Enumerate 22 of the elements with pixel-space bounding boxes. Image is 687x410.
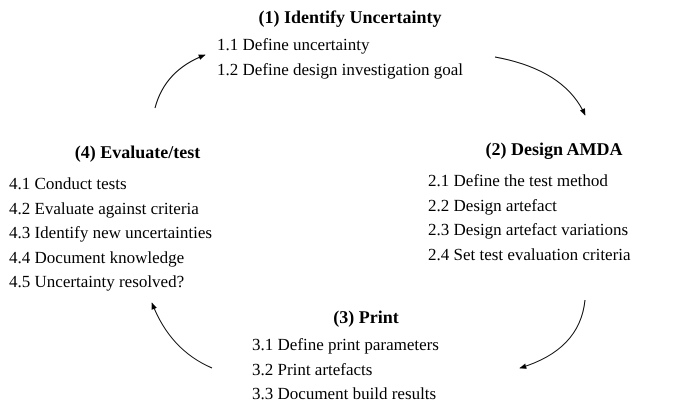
curved-arrow (152, 302, 212, 368)
curved-arrow (494, 56, 586, 116)
curved-arrow (519, 300, 586, 369)
curved-arrow (154, 54, 206, 108)
task-item: 4.4 Document knowledge (9, 246, 184, 269)
task-item: 2.1 Define the test method (428, 170, 608, 192)
task-item: 4.1 Conduct tests (9, 173, 127, 195)
step-heading: (1) Identify Uncertainty (258, 6, 442, 29)
task-item: 4.3 Identify new uncertainties (9, 222, 212, 244)
task-item: 4.5 Uncertainty resolved? (9, 271, 184, 293)
task-item: 3.2 Print artefacts (252, 358, 372, 380)
task-item: 2.2 Design artefact (428, 194, 557, 217)
task-item: 4.2 Evaluate against criteria (9, 198, 199, 220)
step-heading: (2) Design AMDA (484, 138, 624, 161)
task-item: 1.2 Define design investigation goal (217, 58, 463, 81)
task-item: 2.4 Set test evaluation criteria (428, 244, 631, 266)
task-item: 3.1 Define print parameters (252, 334, 439, 356)
task-item: 1.1 Define uncertainty (217, 34, 370, 56)
task-item: 2.3 Design artefact variations (428, 219, 628, 241)
task-item: 3.3 Document build results (252, 383, 436, 405)
step-heading: (3) Print (332, 306, 400, 329)
step-heading: (4) Evaluate/test (74, 141, 202, 164)
